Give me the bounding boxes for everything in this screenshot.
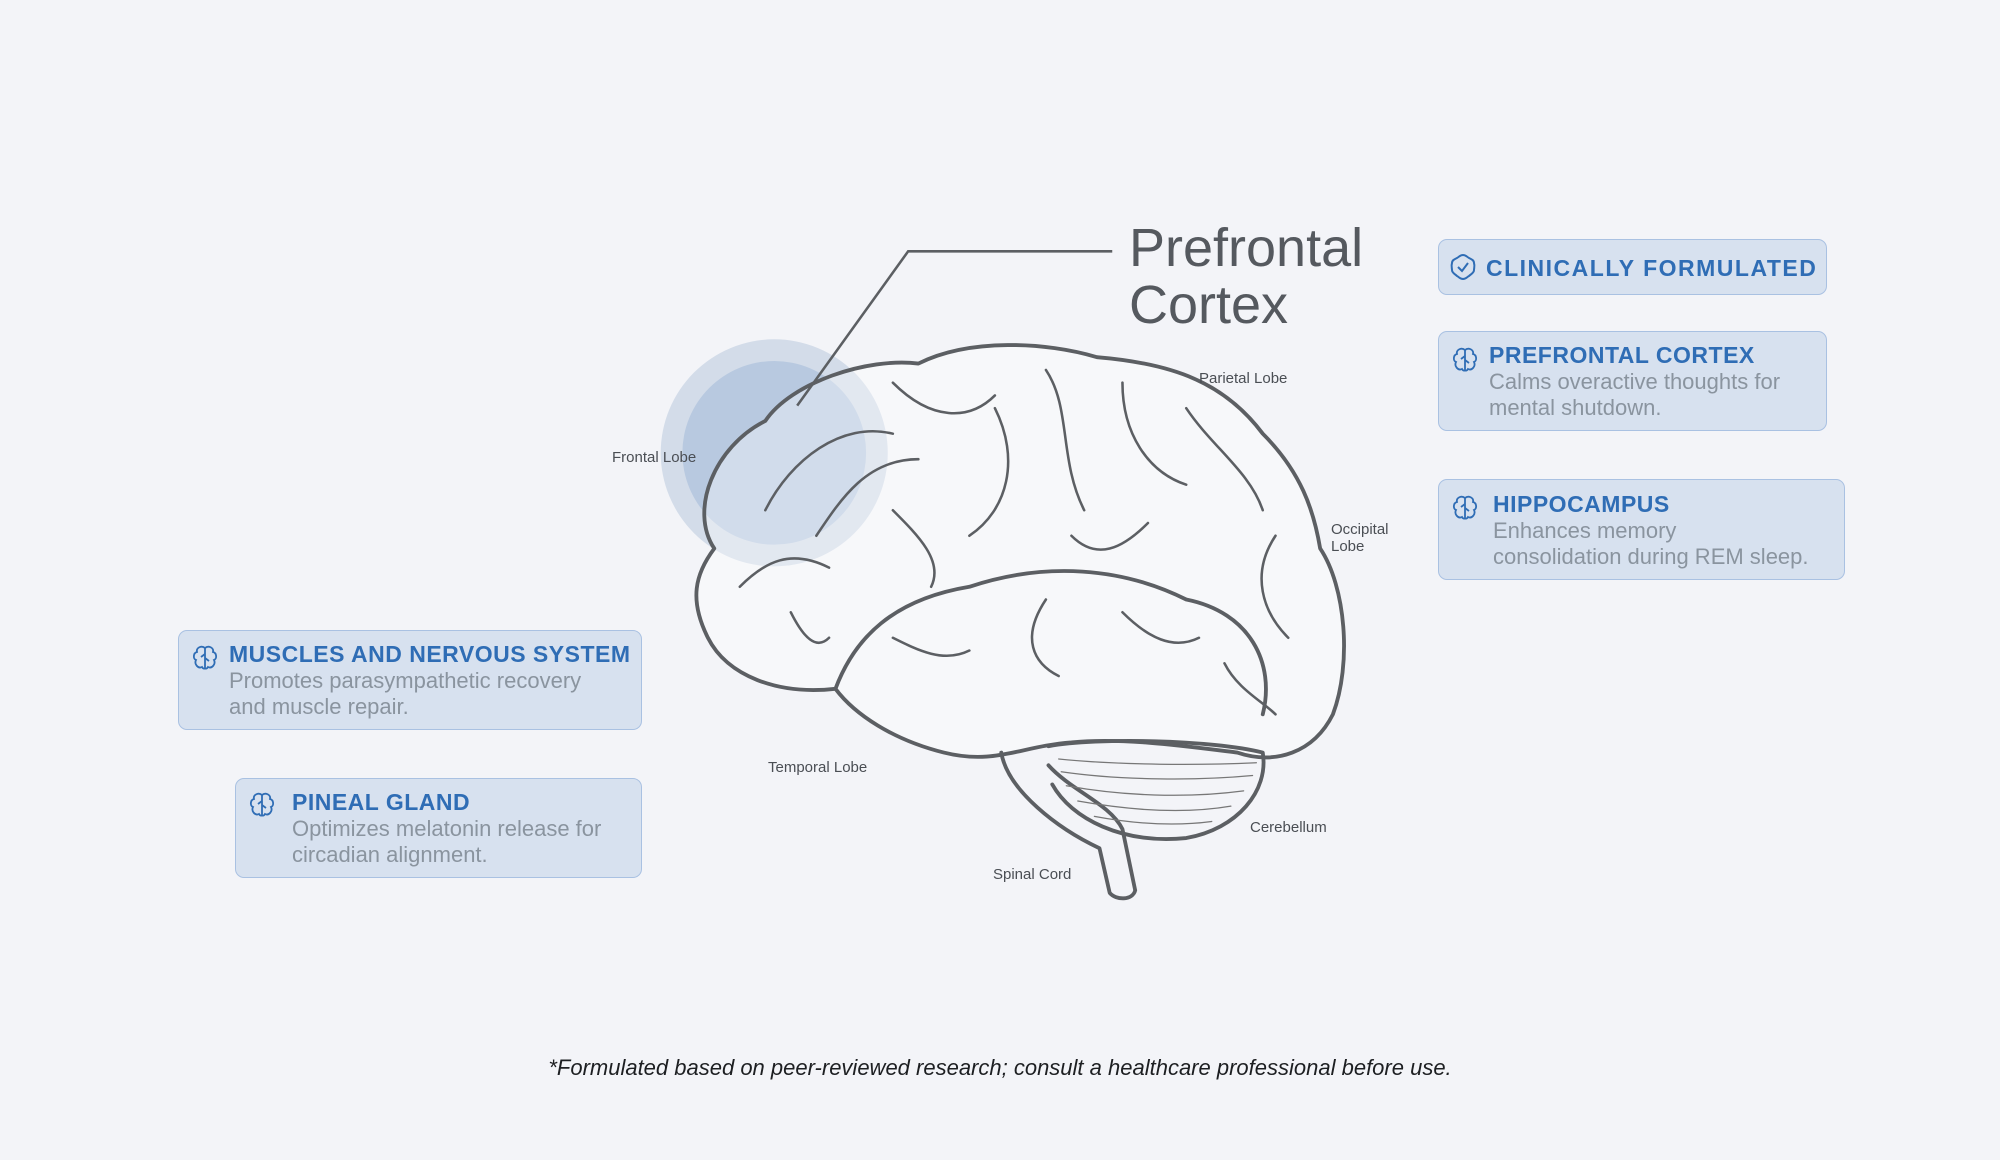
card-title: MUSCLES AND NERVOUS SYSTEM — [229, 641, 631, 667]
brain-icon — [192, 645, 218, 670]
brain-outline — [694, 343, 1346, 901]
label-occipital-line-1: Occipital — [1331, 521, 1389, 538]
brain-icon — [249, 792, 275, 817]
badge-label: CLINICALLY FORMULATED — [1486, 255, 1818, 281]
clinically-formulated-badge: CLINICALLY FORMULATED — [1438, 239, 1827, 295]
card-title: HIPPOCAMPUS — [1493, 491, 1670, 517]
callout-title: Prefrontal Cortex — [1129, 220, 1363, 334]
disclaimer-footer: *Formulated based on peer-reviewed resea… — [548, 1055, 1452, 1080]
brain-icon — [1452, 495, 1478, 520]
label-occipital-lobe: Occipital Lobe — [1331, 521, 1389, 555]
label-occipital-line-2: Lobe — [1331, 538, 1365, 555]
card-prefrontal-cortex: PREFRONTAL CORTEX Calms overactive thoug… — [1438, 331, 1827, 431]
card-title: PINEAL GLAND — [292, 789, 471, 815]
callout-leader-line — [796, 250, 1113, 407]
card-title: PREFRONTAL CORTEX — [1489, 342, 1755, 368]
check-badge-icon — [1450, 253, 1476, 281]
brain-icon — [1452, 347, 1478, 372]
highlight-circle — [660, 339, 888, 567]
label-cerebellum: Cerebellum — [1250, 819, 1327, 836]
label-frontal-lobe: Frontal Lobe — [612, 449, 697, 466]
callout-title-line-1: Prefrontal — [1129, 218, 1364, 278]
card-pineal-gland: PINEAL GLAND Optimizes melatonin release… — [235, 778, 642, 878]
label-temporal-lobe: Temporal Lobe — [768, 759, 868, 776]
label-spinal-cord: Spinal Cord — [993, 866, 1072, 883]
callout-title-line-2: Cortex — [1129, 275, 1289, 335]
label-parietal-lobe: Parietal Lobe — [1199, 370, 1288, 387]
card-muscles-nervous-system: MUSCLES AND NERVOUS SYSTEM Promotes para… — [178, 630, 642, 730]
